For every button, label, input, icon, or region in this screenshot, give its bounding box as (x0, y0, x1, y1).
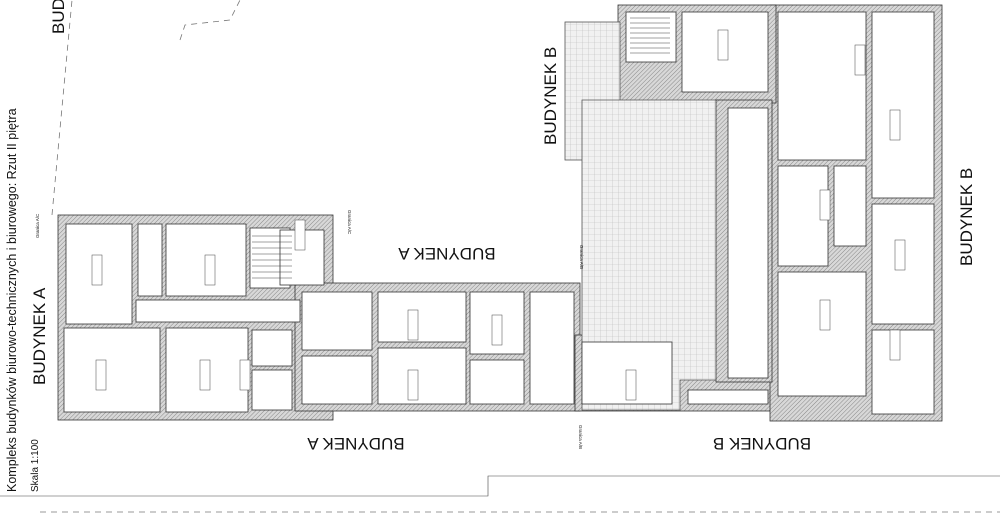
building-a-label-bottom: BUDYNEK A (307, 434, 405, 453)
building-b-label-bottom: BUDYNEK B (713, 434, 811, 453)
plan-title: Kompleks budynków biurowo-technicznych i… (5, 108, 19, 492)
room-tag (889, 109, 901, 141)
site-edge-line (0, 475, 1000, 497)
room-tag (204, 254, 216, 286)
room-tag (239, 359, 251, 391)
boundary-ac-left: Granica A/C (35, 213, 40, 238)
room-14 (377, 347, 467, 405)
room-tag (91, 254, 103, 286)
room-11 (301, 291, 373, 351)
room-tag (95, 359, 107, 391)
room-23 (833, 165, 867, 247)
room-13 (377, 291, 467, 343)
room-12 (301, 355, 373, 405)
room-9 (251, 369, 293, 411)
room-2 (137, 223, 163, 297)
room-tag (199, 359, 211, 391)
room-tag (625, 369, 637, 401)
boundary-ab-bottom: Granica A/B (578, 425, 583, 449)
room-tag (889, 329, 901, 361)
rooms-group (63, 11, 935, 415)
room-tag (819, 299, 831, 331)
building-b-label-north: BUDYNEK B (541, 47, 560, 145)
room-16 (469, 359, 525, 405)
room-tag (407, 369, 419, 401)
room-21 (871, 11, 935, 199)
boundary-ab-top: Granica A/B (579, 245, 584, 269)
room-27 (625, 11, 677, 63)
room-22 (777, 165, 829, 267)
room-tags-group (91, 29, 906, 401)
scale-label: Skala 1:100 (30, 439, 41, 492)
building-a-label-top: BUD (49, 0, 68, 34)
room-19 (687, 389, 769, 405)
room-20 (777, 11, 867, 161)
boundary-ac-mid: Granica A/C (347, 210, 352, 235)
room-tag (294, 219, 306, 251)
room-8 (251, 329, 293, 367)
room-tag (407, 309, 419, 341)
room-26 (871, 329, 935, 415)
building-b-label-east: BUDYNEK B (957, 168, 976, 266)
site-boundary-dashed (51, 0, 73, 216)
building-a-label-center: BUDYNEK A (398, 244, 496, 263)
room-10 (135, 299, 301, 323)
room-29 (727, 107, 769, 379)
room-24 (777, 271, 867, 397)
room-tag (819, 189, 831, 221)
building-a-label-west: BUDYNEK A (30, 287, 49, 385)
room-tag (717, 29, 729, 61)
room-tag (491, 314, 503, 346)
room-6 (63, 327, 161, 413)
room-17 (529, 291, 575, 405)
room-tag (854, 44, 866, 76)
room-tag (894, 239, 906, 271)
neighbour-outline-dashed (179, 0, 241, 41)
